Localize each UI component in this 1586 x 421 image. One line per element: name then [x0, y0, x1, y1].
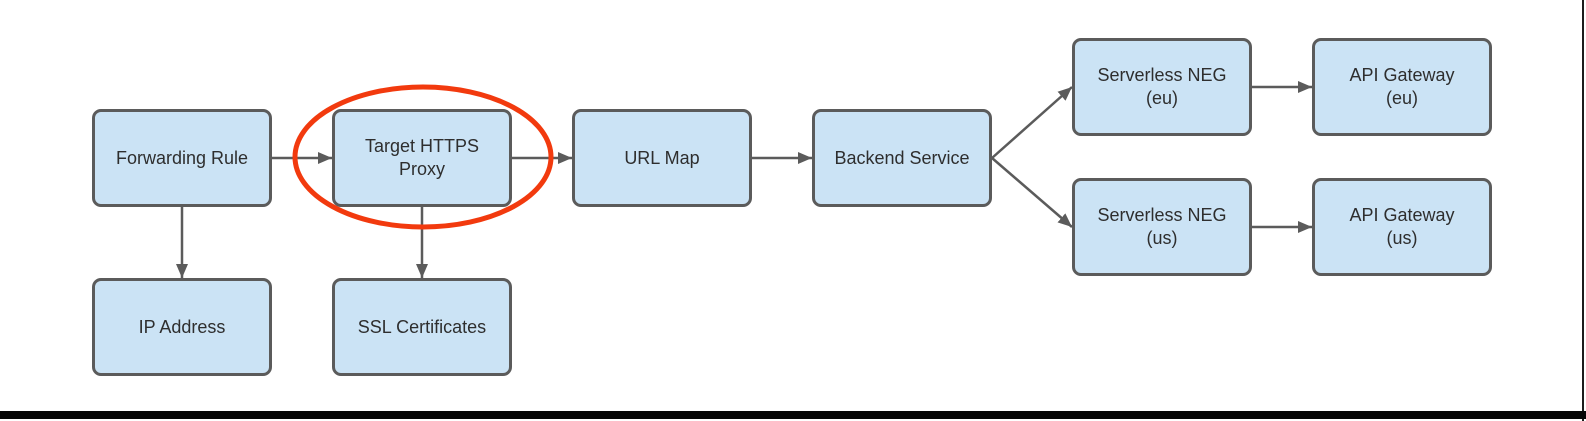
- node-url-map: URL Map: [572, 109, 752, 207]
- node-label: URL Map: [624, 147, 700, 168]
- node-label: API Gateway (us): [1349, 205, 1455, 248]
- node-label: SSL Certificates: [357, 316, 487, 337]
- node-api-gateway-eu: API Gateway (eu): [1312, 38, 1492, 136]
- edge-backend-service-to-serverless-neg-eu: [991, 86, 1073, 159]
- page-bottom-border: [0, 411, 1586, 419]
- node-label: Backend Service: [834, 147, 970, 168]
- page-right-border: [1582, 0, 1584, 421]
- node-label: Target HTTPS Proxy: [364, 136, 480, 179]
- node-label: Serverless NEG (eu): [1097, 65, 1227, 108]
- node-label: IP Address: [138, 316, 226, 337]
- node-backend-service: Backend Service: [812, 109, 992, 207]
- node-label: API Gateway (eu): [1349, 65, 1455, 108]
- node-label: Forwarding Rule: [115, 147, 249, 168]
- edge-backend-service-to-serverless-neg-us: [991, 157, 1073, 228]
- node-serverless-neg-us: Serverless NEG (us): [1072, 178, 1252, 276]
- node-ssl-certificates: SSL Certificates: [332, 278, 512, 376]
- node-serverless-neg-eu: Serverless NEG (eu): [1072, 38, 1252, 136]
- node-api-gateway-us: API Gateway (us): [1312, 178, 1492, 276]
- node-ip-address: IP Address: [92, 278, 272, 376]
- node-forwarding-rule: Forwarding Rule: [92, 109, 272, 207]
- node-target-https-proxy: Target HTTPS Proxy: [332, 109, 512, 207]
- node-label: Serverless NEG (us): [1097, 205, 1227, 248]
